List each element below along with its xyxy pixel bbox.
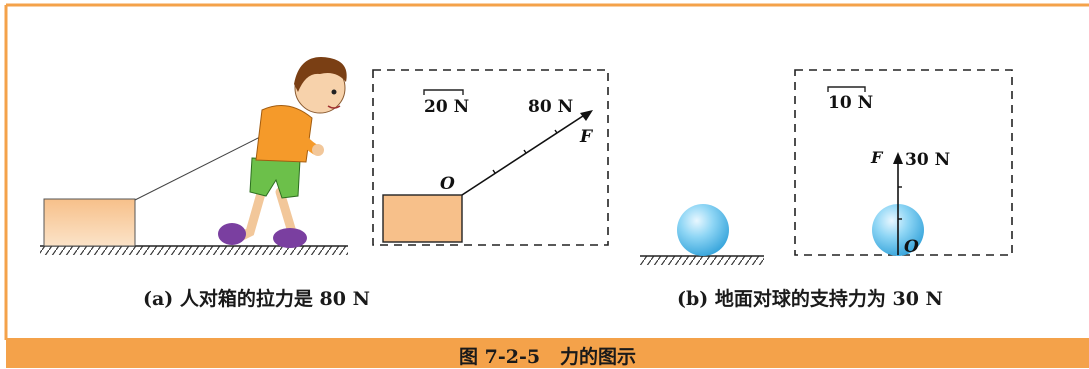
crate <box>43 198 136 247</box>
boy-pulling-rope <box>218 57 347 248</box>
page-border <box>4 3 1089 340</box>
diagram-frame-a <box>372 69 609 246</box>
force-symbol-b: F <box>871 148 883 167</box>
origin-label-a: O <box>440 174 455 194</box>
scale-bar-a <box>423 89 464 95</box>
scale-label-a: 20 N <box>424 97 470 117</box>
scale-bar-b <box>827 86 866 92</box>
caption-b: (b) 地面对球的支持力为 30 N <box>677 288 943 310</box>
box-a <box>382 194 463 243</box>
caption-a: (a) 人对箱的拉力是 80 N <box>143 288 370 310</box>
figure-title-banner: 图 7-2-5 力的图示 <box>6 338 1089 368</box>
force-arrow-a <box>461 110 593 196</box>
ground-b <box>640 255 764 265</box>
ground-a <box>40 245 348 255</box>
origin-label-b: O <box>904 237 919 257</box>
scale-label-b: 10 N <box>828 93 874 113</box>
force-arrow-b <box>893 152 903 255</box>
force-value-a: 80 N <box>528 97 574 117</box>
force-symbol-a: F <box>580 127 593 147</box>
figure-title: 图 7-2-5 力的图示 <box>459 346 636 368</box>
force-value-b: 30 N <box>905 150 951 170</box>
ball <box>677 204 729 256</box>
